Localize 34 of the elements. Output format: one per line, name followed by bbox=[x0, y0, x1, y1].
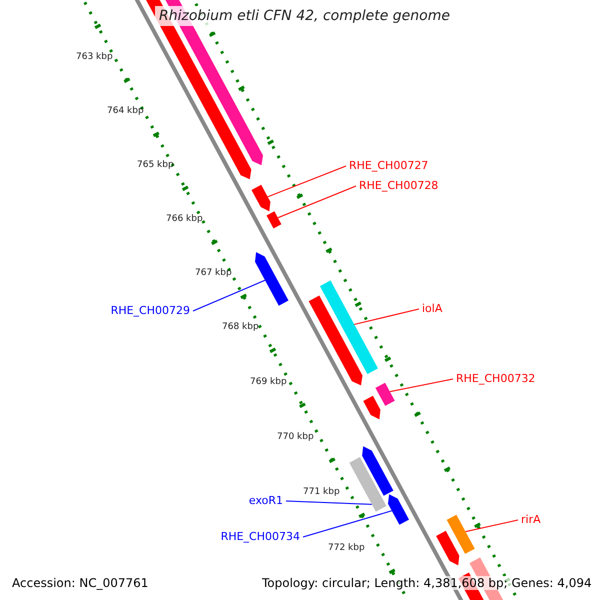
leader-line bbox=[302, 510, 392, 538]
gene-label: rirA bbox=[521, 514, 541, 525]
gene-segment bbox=[320, 280, 378, 374]
gene-segment bbox=[388, 494, 409, 525]
gene-label: RHE_CH00734 bbox=[220, 531, 300, 542]
leader-line bbox=[277, 186, 356, 218]
gene-label: exoR1 bbox=[248, 495, 283, 506]
gene-segment bbox=[375, 382, 395, 406]
scale-label: 763 kbp bbox=[76, 53, 113, 62]
gene-segment bbox=[255, 252, 288, 306]
scale-label: 768 kbp bbox=[222, 323, 259, 332]
leader-line bbox=[267, 166, 346, 198]
gene-label: RHE_CH00732 bbox=[456, 373, 536, 384]
gene-segment bbox=[266, 211, 282, 228]
gene-label: RHE_CH00729 bbox=[110, 305, 190, 316]
leader-line bbox=[286, 500, 372, 505]
info-text: Accession: NC_007761 bbox=[10, 576, 150, 590]
scale-label: 765 kbp bbox=[137, 161, 174, 170]
gene-label: iolA bbox=[422, 303, 442, 314]
scale-label: 766 kbp bbox=[166, 215, 203, 224]
gene-segment bbox=[252, 184, 270, 212]
scale-label: 770 kbp bbox=[277, 433, 314, 442]
scale-label: 772 kbp bbox=[328, 544, 365, 553]
info-text: Topology: circular; Length: 4,381,608 bp; Genes: 4,094 bbox=[260, 576, 594, 590]
gene-label: RHE_CH00727 bbox=[349, 160, 428, 171]
gene-segment bbox=[363, 396, 380, 420]
leader-line bbox=[354, 308, 420, 325]
scale-label: 764 kbp bbox=[107, 107, 144, 116]
gene-segment bbox=[446, 514, 475, 554]
leader-line bbox=[389, 378, 454, 392]
leader-line bbox=[192, 280, 266, 312]
gene-segment bbox=[349, 457, 386, 512]
gene-label: RHE_CH00728 bbox=[359, 180, 438, 191]
leader-line bbox=[465, 520, 518, 532]
